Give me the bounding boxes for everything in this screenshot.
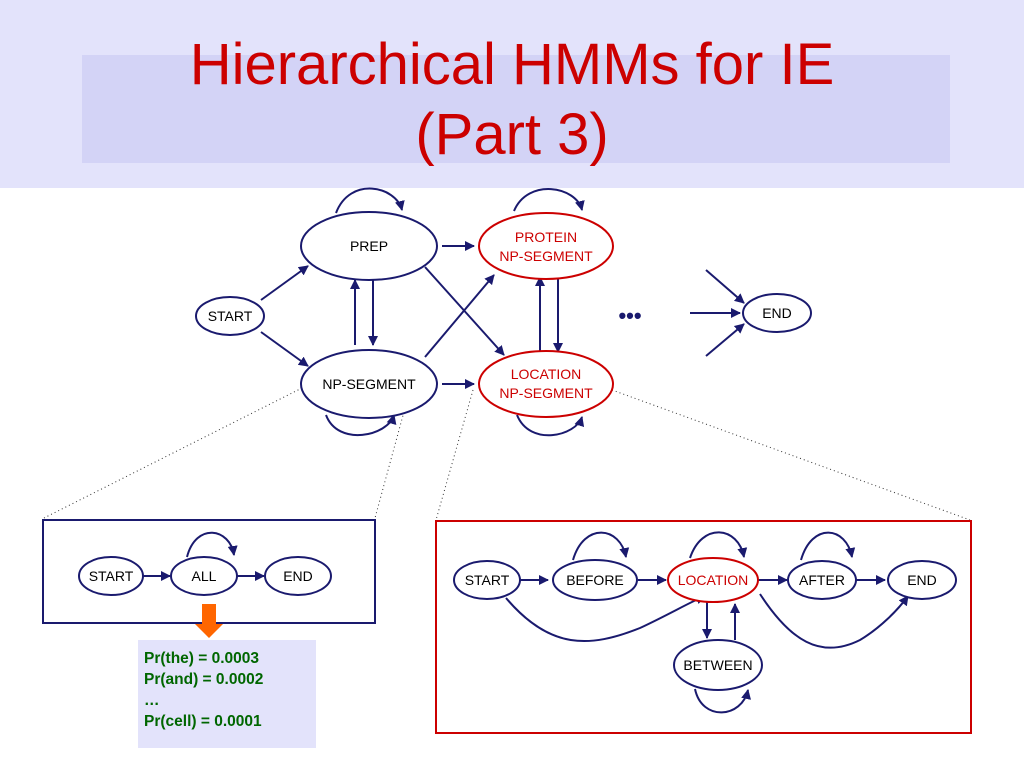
emission-line-the: Pr(the) = 0.0003 (144, 650, 260, 667)
emission-line-and: Pr(and) = 0.0002 (144, 671, 264, 688)
title-highlight-box (82, 55, 950, 163)
zoom-line-np-left (43, 387, 303, 519)
self-loop-between (694, 688, 751, 714)
label-before: BEFORE (566, 572, 624, 588)
node-sub-start: START (78, 556, 144, 596)
zoom-line-loc-right (611, 389, 971, 521)
zoom-line-np-right (374, 407, 406, 519)
node-location-np-segment: LOCATION NP-SEGMENT (478, 350, 614, 418)
edge-start-np (260, 331, 309, 367)
self-loop-after (800, 531, 856, 561)
label-location-line1: LOCATION (511, 366, 582, 382)
node-end-top: END (742, 293, 812, 333)
label-sub-start: START (89, 568, 134, 584)
slide-title-line2: (Part 3) (415, 102, 609, 167)
self-loop-all (186, 531, 238, 558)
node-loc-end: END (887, 560, 957, 600)
label-protein-line2: NP-SEGMENT (499, 248, 593, 264)
top-level-model (43, 187, 971, 521)
emission-probabilities-box: Pr(the) = 0.0003 Pr(and) = 0.0002 … Pr(c… (138, 640, 316, 748)
label-after: AFTER (799, 572, 845, 588)
node-loc-start: START (453, 560, 521, 600)
label-all: ALL (192, 568, 217, 584)
label-start-top: START (208, 308, 253, 324)
node-np-segment: NP-SEGMENT (300, 349, 438, 419)
label-between: BETWEEN (683, 657, 752, 673)
self-loop-prep (335, 187, 405, 214)
slide-title-line1: Hierarchical HMMs for IE (189, 32, 835, 97)
node-prep: PREP (300, 211, 438, 281)
label-location-line2: NP-SEGMENT (499, 385, 593, 401)
ellipsis-more-states: ••• (618, 303, 641, 328)
emission-line-cell: Pr(cell) = 0.0001 (144, 713, 262, 730)
node-sub-end: END (264, 556, 332, 596)
location-submodel-box (435, 520, 972, 734)
node-protein-np-segment: PROTEIN NP-SEGMENT (478, 212, 614, 280)
edge-into-end-1 (705, 269, 745, 304)
slide-title: Hierarchical HMMs for IE (Part 3) (0, 30, 1024, 170)
label-end-top: END (762, 305, 792, 321)
label-sub-end: END (283, 568, 313, 584)
edge-loc-start-location-skip (505, 594, 706, 643)
node-start-top: START (195, 296, 265, 336)
self-loop-location-sub (689, 531, 748, 559)
zoom-line-loc-left (435, 389, 474, 521)
emission-arrow (195, 604, 223, 638)
self-loop-location (516, 414, 585, 437)
edge-np-protein (424, 274, 495, 358)
node-location-sub: LOCATION (667, 557, 759, 603)
self-loop-np (325, 414, 397, 437)
label-np-segment: NP-SEGMENT (322, 376, 416, 392)
label-protein-line1: PROTEIN (515, 229, 577, 245)
edge-start-prep (260, 265, 309, 301)
node-between: BETWEEN (673, 639, 763, 691)
emission-line-ellipsis: … (144, 692, 160, 709)
node-all: ALL (170, 556, 238, 596)
node-before: BEFORE (552, 559, 638, 601)
edge-into-end-3 (705, 323, 745, 357)
self-loop-before (572, 531, 630, 561)
label-loc-start: START (465, 572, 510, 588)
label-loc-end: END (907, 572, 937, 588)
label-location-sub: LOCATION (678, 572, 749, 588)
label-prep: PREP (350, 238, 388, 254)
edge-loc-location-end-skip (759, 593, 909, 649)
node-after: AFTER (787, 560, 857, 600)
self-loop-protein (513, 188, 585, 212)
